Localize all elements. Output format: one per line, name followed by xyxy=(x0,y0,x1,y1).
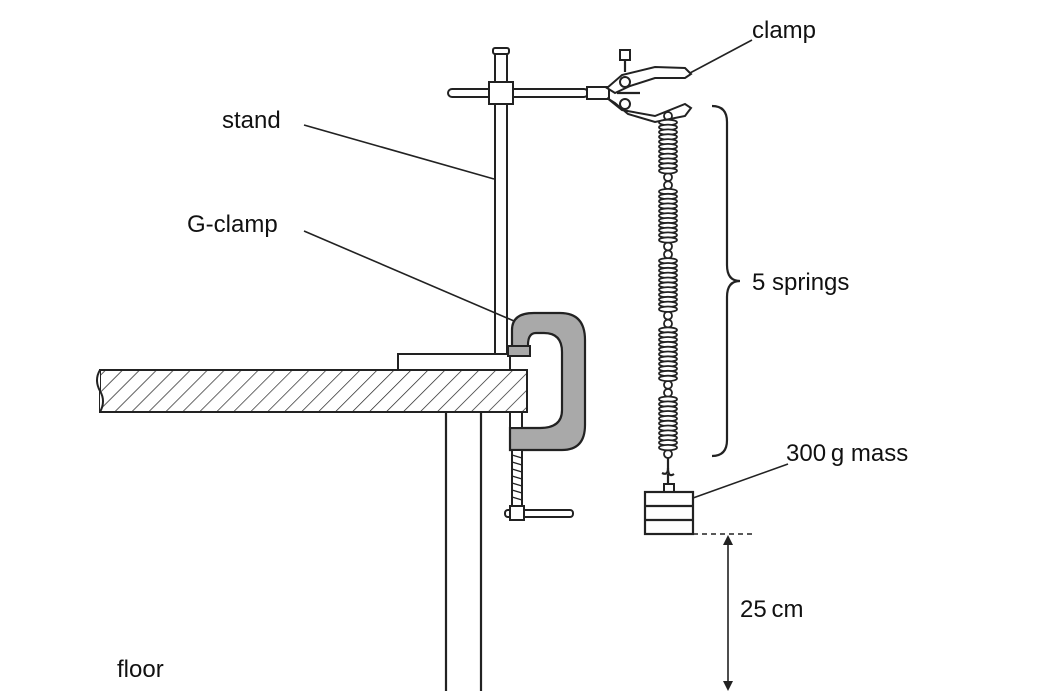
stand-label: stand xyxy=(222,107,281,134)
bench xyxy=(96,369,528,691)
stand-leader xyxy=(303,124,495,180)
stand-rod xyxy=(492,47,510,355)
floor-label: floor xyxy=(117,656,164,683)
spring-5 xyxy=(658,387,678,459)
distance-marker xyxy=(693,533,752,691)
distance-label: 25 cm xyxy=(740,596,804,623)
boss-and-arm xyxy=(447,81,589,105)
spring-3 xyxy=(658,249,678,321)
mass-label: 300 g mass xyxy=(786,440,908,467)
springs-label: 5 springs xyxy=(752,269,849,296)
clamp-jaws xyxy=(586,49,693,124)
spring-chain xyxy=(658,111,678,459)
springs-brace xyxy=(711,104,741,458)
g-clamp-label: G-clamp xyxy=(187,211,278,238)
stand-base xyxy=(397,353,511,371)
clamp-label: clamp xyxy=(752,17,816,44)
spring-1 xyxy=(658,111,678,183)
g-clamp-leader xyxy=(303,230,515,322)
spring-2 xyxy=(658,180,678,252)
mass-leader xyxy=(692,463,789,499)
g-clamp xyxy=(504,311,587,521)
mass-300g xyxy=(643,458,695,536)
clamp-leader xyxy=(689,39,753,74)
spring-4 xyxy=(658,318,678,390)
